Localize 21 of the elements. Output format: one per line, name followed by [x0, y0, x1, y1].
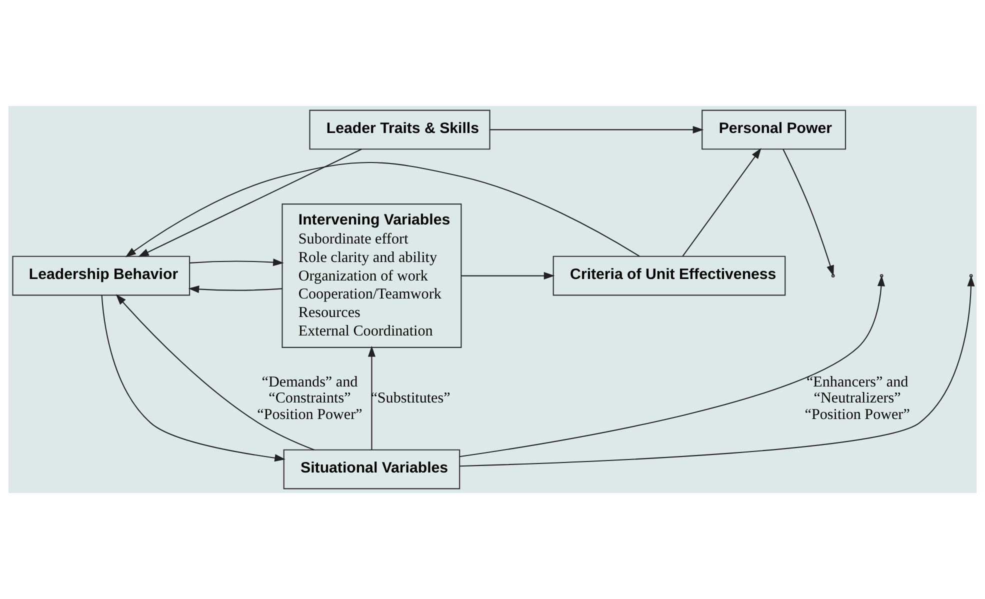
arrow	[368, 346, 376, 450]
arrow	[190, 258, 284, 266]
arrow	[460, 276, 975, 467]
node-box: Intervening Variables Subordinate effort Role clarity and ability Organization of work Cooperation/Teamwork Resources External Coordination	[282, 204, 462, 348]
arrow	[460, 275, 886, 458]
arrow	[125, 162, 640, 258]
node-box: Leader Traits & Skills	[309, 110, 490, 150]
edge-label: “Demands” and “Constraints” “Position Power”	[257, 374, 362, 423]
arrow	[116, 294, 314, 450]
node-box: Situational Variables	[283, 449, 460, 490]
arrow	[782, 149, 834, 276]
arrow	[682, 148, 762, 257]
node-box: Criteria of Unit Effectiveness	[552, 256, 786, 296]
arrow	[461, 272, 555, 280]
node-box: Personal Power	[702, 110, 846, 150]
node-box: Leadership Behavior	[12, 256, 190, 296]
arrow	[101, 295, 286, 462]
edge-label: “Enhancers” and “Neutralizers” “Position Power”	[804, 374, 910, 423]
arrow	[490, 126, 704, 134]
arrow	[138, 148, 362, 257]
arrow	[188, 285, 282, 293]
